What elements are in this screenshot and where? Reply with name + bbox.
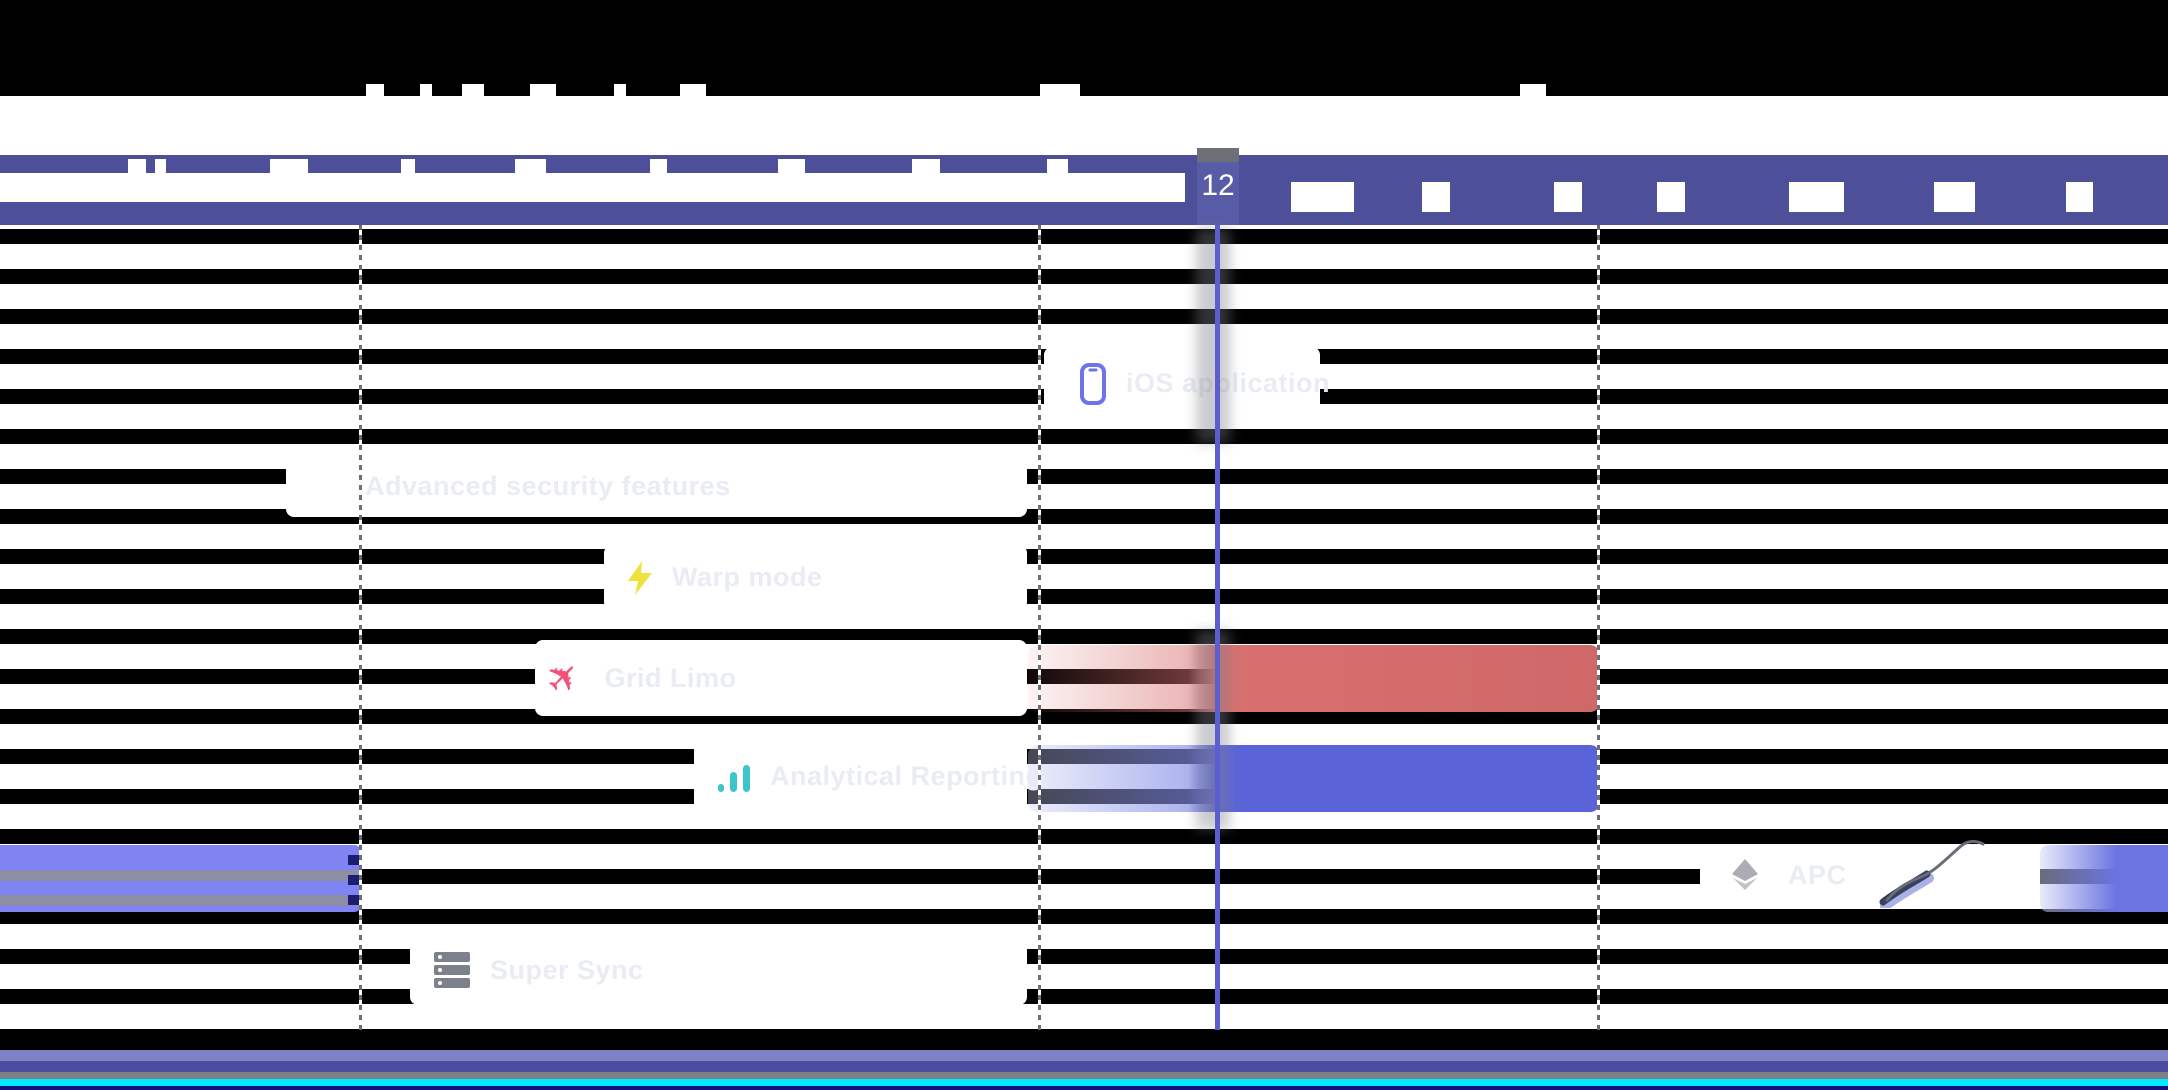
glitch-notch [462,84,484,96]
today-marker-line [1215,225,1220,1079]
glitch-notch [2066,182,2093,212]
glitch-notch [1657,182,1685,212]
task-label: Advanced security features [365,470,731,501]
month-header-row [0,96,2168,155]
task-label: Analytical Reporting [770,760,1043,791]
glitch-notch [1554,182,1582,212]
bottom-glitch-band [0,1030,2168,1050]
task-row-warp-mode[interactable]: Warp mode [604,545,1027,610]
glitch-notch [1789,182,1844,212]
task-label: Super Sync [490,954,644,985]
task-label: Warp mode [672,562,823,592]
today-date-label: 12 [1201,169,1235,202]
glitch-notch [1520,84,1546,96]
task-row-ios-application[interactable]: iOS application [1044,347,1330,420]
horizontal-scrollbar[interactable] [0,1050,2168,1061]
glitch-notch [401,159,415,202]
glitch-notch [614,84,626,96]
glitch-notch [778,159,805,202]
glitch-notch [1291,182,1354,212]
glitch-notch [912,159,940,202]
bottom-gray-band [0,1072,2168,1079]
glitch-stripe [0,173,1185,202]
glitch-notch [128,159,146,202]
glitch-notch [1047,159,1068,202]
glitch-notch [155,159,166,202]
task-row-super-sync[interactable]: Super Sync [410,935,1027,1005]
phone-icon [1080,362,1106,405]
server-icon [434,952,470,988]
today-column-smudge [1196,228,1230,443]
task-label: iOS application [1126,368,1331,398]
task-bar-left-edge[interactable] [0,845,362,912]
task-bar-red[interactable] [1028,645,1600,712]
glitch-notch [366,84,384,96]
bottom-cyan-band [0,1079,2168,1086]
bar-chart-icon [718,765,750,792]
horizontal-scrollbar-track[interactable] [0,1061,2168,1072]
glitch-notch [680,84,706,96]
week-separator-line [1597,225,1600,1030]
bar-edge-nub [348,895,360,905]
week-separator-line [1038,225,1041,1030]
glitch-stripe [0,895,362,906]
glitch-notch [420,84,432,96]
glitch-notch [270,159,308,202]
day-cell-today[interactable]: 12 [1197,162,1239,225]
task-bar-blue[interactable] [1028,745,1600,812]
task-label: APC [1788,859,1847,890]
plane-icon: ✈ [536,650,592,706]
bar-edge-nub [348,875,360,885]
glitch-notch [1422,182,1450,212]
task-row-advanced-security-features[interactable]: Advanced security features [286,455,1027,517]
glitch-notch [650,159,667,202]
bar-edge-nub [348,855,360,865]
today-marker-tab [1197,148,1239,162]
day-header-band: 10 12 [0,155,2168,225]
task-row-analytical-reporting[interactable]: Analytical Reporting [694,740,1042,812]
lightning-icon [628,560,652,595]
task-bar-right-edge[interactable] [2040,845,2168,912]
bottom-navy-band [0,1086,2168,1090]
glitch-stripe [0,870,362,881]
today-column-smudge [1196,630,1230,830]
task-row-apc[interactable]: APC [1700,840,2040,908]
top-glitch-band [0,0,2168,96]
glitch-notch [1934,182,1975,212]
task-label: Grid Limo [604,662,737,693]
week-separator-line [359,225,362,1030]
layers-icon [1732,859,1758,890]
pen-scribble-annotation [1879,840,1985,908]
task-row-grid-limo[interactable]: ✈ Grid Limo [535,640,1027,716]
glitch-notch [1040,84,1080,96]
glitch-notch [515,159,546,202]
glitch-notch [530,84,556,96]
day-cell-10[interactable]: 10 [1151,172,1185,205]
